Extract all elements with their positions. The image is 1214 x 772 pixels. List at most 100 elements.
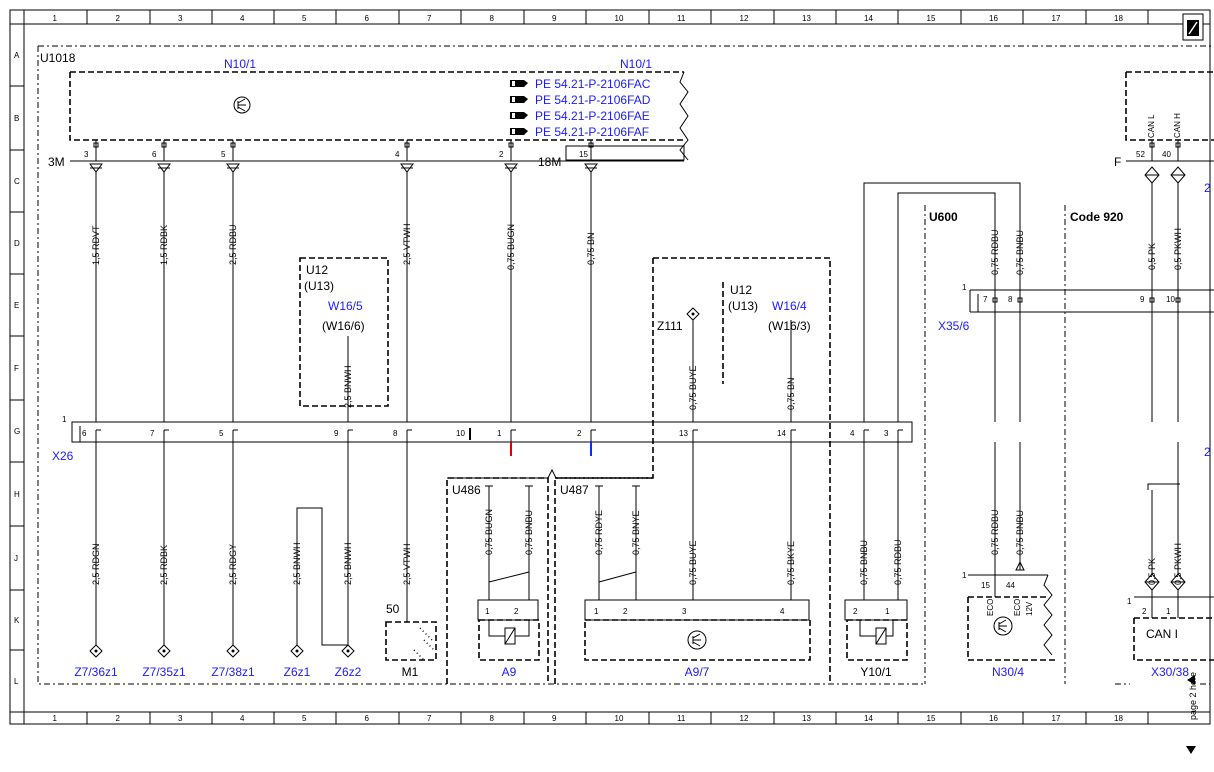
- can-l-label: CAN L: [1147, 114, 1156, 138]
- hand-pointer-icon: [510, 128, 528, 135]
- page-ref-link[interactable]: PE 54.21-P-2106FAC: [535, 77, 651, 91]
- wire-label: 0,75 BNBU: [859, 540, 869, 585]
- svg-text:1: 1: [962, 571, 967, 580]
- wire-label: 2,5 VTWH: [402, 223, 412, 265]
- wire-label: 0,75 BUGN: [506, 224, 516, 270]
- row-label: A: [14, 51, 20, 60]
- col-label: 1: [53, 14, 58, 23]
- col-label: 2: [116, 14, 121, 23]
- lower-pin-number: 1: [885, 607, 890, 616]
- x35-6-label: X35/6: [938, 319, 970, 333]
- x26-pin-number: 4: [850, 429, 855, 438]
- row-label: E: [14, 301, 19, 310]
- col-label: 8: [490, 714, 495, 723]
- wire-label: 0,75 BNYE: [631, 510, 641, 555]
- page-icon[interactable]: [1182, 13, 1204, 41]
- z111-label: Z111: [657, 319, 683, 333]
- col-label: 17: [1052, 14, 1061, 23]
- u13-right-label: (U13): [728, 299, 758, 313]
- component-label: M1: [402, 665, 419, 679]
- pin-number: 6: [152, 150, 157, 159]
- page-refs: PE 54.21-P-2106FAC PE 54.21-P-2106FAD PE 5…: [510, 77, 651, 139]
- row-label: C: [14, 177, 20, 186]
- x26-pin-number: 3: [884, 429, 889, 438]
- side-marker-2: 2: [1204, 181, 1211, 195]
- u13-left-label: (U13): [304, 279, 334, 293]
- col-label: 3: [178, 14, 183, 23]
- x26-pin-number: 13: [679, 429, 688, 438]
- u487-label: U487: [560, 483, 589, 497]
- col-label: 10: [615, 14, 624, 23]
- col-label: 8: [490, 14, 495, 23]
- side-marker-1: 2: [1204, 445, 1211, 459]
- wire-label: 0,75 RDBU: [990, 229, 1000, 275]
- wire-label: 2,5 RDGN: [91, 543, 101, 585]
- v12-label: 12V: [1025, 601, 1034, 616]
- wire-label: 2,5 RDBK: [159, 545, 169, 585]
- w16-6-label: (W16/6): [322, 319, 365, 333]
- page-ref-link[interactable]: PE 54.21-P-2106FAE: [535, 109, 650, 123]
- pin-number: 52: [1136, 150, 1145, 159]
- lower-pin-number: 44: [1006, 581, 1015, 590]
- col-label: 14: [864, 714, 873, 723]
- x26-pin-number: 5: [219, 429, 224, 438]
- component-label: A9/7: [685, 665, 710, 679]
- wire-label: 0,75 BNBU: [1015, 510, 1025, 555]
- x35-pin-number: 7: [983, 295, 988, 304]
- wire-label: 0,75 BN: [586, 232, 596, 265]
- w16-4-label: W16/4: [772, 299, 807, 313]
- col-label: 4: [240, 14, 245, 23]
- eco-label-2: ECO: [1013, 599, 1022, 616]
- lower-pin-number: 1: [1166, 607, 1171, 616]
- pin-number: 40: [1162, 150, 1171, 159]
- wire-label: 0,75 BUYE: [688, 540, 698, 585]
- u12-left-label: U12: [306, 263, 328, 277]
- n10-right-label: N10/1: [620, 57, 652, 71]
- transistor-icon: [993, 616, 1013, 636]
- col-label: 17: [1052, 714, 1061, 723]
- f-label: F: [1114, 155, 1121, 169]
- col-label: 16: [989, 714, 998, 723]
- pin-number: 15: [579, 150, 588, 159]
- row-label: B: [14, 114, 19, 123]
- pin-number: 4: [395, 150, 400, 159]
- lower-pin-number: 1: [594, 607, 599, 616]
- row-label: D: [14, 239, 20, 248]
- x26-pin-number: 8: [393, 429, 398, 438]
- col-label: 18: [1114, 714, 1123, 723]
- col-label: 9: [552, 14, 557, 23]
- wire-label: 0,5 PKWH: [1173, 228, 1183, 270]
- col-label: 1: [53, 714, 58, 723]
- page-ref-link[interactable]: PE 54.21-P-2106FAD: [535, 93, 651, 107]
- svg-text:1: 1: [62, 415, 67, 424]
- u486-label: U486: [452, 483, 481, 497]
- col-label: 18: [1114, 14, 1123, 23]
- lower-pin-number: 2: [1142, 607, 1147, 616]
- row-label: G: [14, 427, 20, 436]
- lower-pin-number: 1: [485, 607, 490, 616]
- transistor-icon: [233, 96, 251, 114]
- wire-label: 0,75 RDYE: [594, 510, 604, 555]
- col-label: 15: [927, 714, 936, 723]
- can-splice-top: [1144, 166, 1186, 184]
- pin-number: 3: [84, 150, 89, 159]
- n10-module-box: [69, 71, 689, 161]
- col-label: 9: [552, 714, 557, 723]
- w16-3-label: (W16/3): [768, 319, 811, 333]
- wire-label: 2,5 BNWH: [343, 365, 353, 408]
- x35-6-connector: 1: [962, 283, 1214, 313]
- x26-pin-number: 14: [777, 429, 786, 438]
- x26-pin-number: 1: [497, 429, 502, 438]
- pin-50-label: 50: [386, 602, 400, 616]
- wire-label: 0,75 BNBU: [1015, 230, 1025, 275]
- grid-frame: 1122334455667788991010111112121313141415…: [9, 9, 1211, 725]
- page-ref-link[interactable]: PE 54.21-P-2106FAF: [535, 125, 649, 139]
- x26-pin-number: 7: [150, 429, 155, 438]
- col-label: 16: [989, 14, 998, 23]
- main-module-label: U1018: [40, 51, 76, 65]
- can-i-label: CAN I: [1146, 627, 1178, 641]
- lower-pin-number: 4: [780, 607, 785, 616]
- component-label: Z7/35z1: [142, 665, 186, 679]
- can-splice-bottom: [1144, 573, 1186, 591]
- col-label: 13: [802, 714, 811, 723]
